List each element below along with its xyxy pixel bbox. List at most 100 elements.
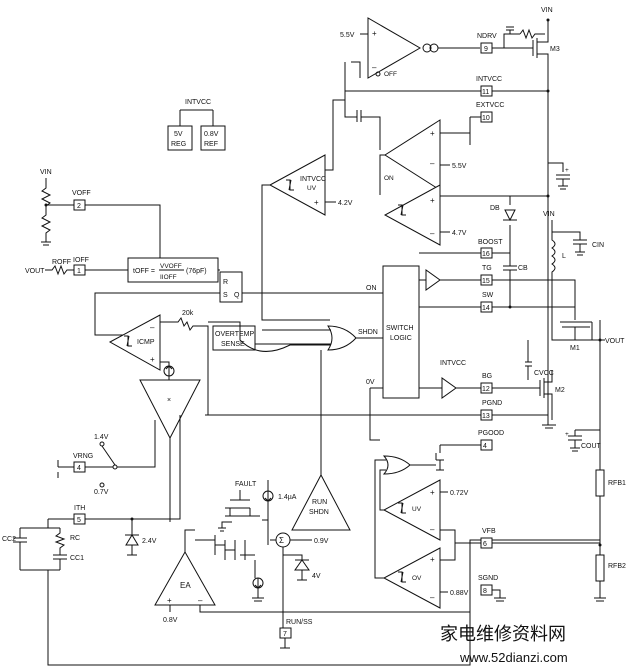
label-boost: BOOST <box>478 239 503 246</box>
label-cin: CIN <box>592 242 604 249</box>
label-times: × <box>167 397 171 404</box>
pin-4: 4 <box>483 443 487 450</box>
label-tg: TG <box>482 265 492 272</box>
label-bg: BG <box>482 373 492 380</box>
uv2-plus: + <box>430 488 435 497</box>
toff-a: tOFF = <box>133 268 155 275</box>
latch-q: Q <box>234 292 240 299</box>
switch-logic-a: SWITCH <box>386 325 414 332</box>
toff-d: (76pF) <box>186 268 207 275</box>
pin-2: 2 <box>77 203 81 210</box>
watermark-url: www.52dianzi.com <box>459 650 568 665</box>
label-intvcc-mid: INTVCC <box>185 99 211 106</box>
icmp-plus: + <box>150 355 155 364</box>
pin-9: 9 <box>484 46 488 53</box>
comp2-minus: – <box>430 229 435 238</box>
ov-plus: + <box>430 555 435 564</box>
watermark-cn: 家电维修资料网 <box>440 624 566 645</box>
ndrv-amplifier: + – <box>367 17 439 79</box>
label-vout-left: VOUT <box>25 268 45 275</box>
label-on: ON <box>384 175 394 182</box>
label-cvcc: CVCC <box>534 370 554 377</box>
switch-logic-block <box>382 265 420 399</box>
label-cc1: CC1 <box>70 555 84 562</box>
label-ith: ITH <box>74 505 85 512</box>
ref-b: REF <box>204 141 218 148</box>
pin-6: 6 <box>483 541 487 548</box>
icmp-minus: – <box>150 323 155 332</box>
pin-5: 5 <box>77 517 81 524</box>
latch-r: R <box>223 279 228 286</box>
pin-7: 7 <box>283 631 287 638</box>
toff-b: VVOFF <box>160 263 182 270</box>
label-vfb: VFB <box>482 528 496 535</box>
label-shdn: SHDN <box>358 329 378 336</box>
reg-5v-a: 5V <box>174 131 183 138</box>
pin-10: 10 <box>482 115 490 122</box>
ea-minus: – <box>198 596 203 605</box>
label-uv-b: UV <box>412 506 422 513</box>
switch-logic-b: LOGIC <box>390 335 412 342</box>
label-0v7: 0.7V <box>94 489 109 496</box>
label-m1: M1 <box>570 345 580 352</box>
label-0v8: 0.8V <box>163 617 178 624</box>
overtemp-a: OVERTEMP <box>215 331 254 338</box>
label-vin-right: VIN <box>543 211 555 218</box>
label-rc: RC <box>70 535 80 542</box>
reg-5v-b: REG <box>171 141 186 148</box>
label-extvcc: EXTVCC <box>476 102 504 109</box>
label-pgood: PGOOD <box>478 430 504 437</box>
label-ov: OV <box>412 575 422 582</box>
pin-13: 13 <box>482 413 490 420</box>
label-vout-right: VOUT <box>605 338 625 345</box>
label-0v72: 0.72V <box>450 490 469 497</box>
label-l: L <box>562 253 566 260</box>
label-m2: M2 <box>555 387 565 394</box>
label-sgnd: SGND <box>478 575 498 582</box>
label-vin-top: VIN <box>541 7 553 14</box>
label-1u4: 1.4µA <box>278 494 297 501</box>
label-20k: 20k <box>182 310 194 317</box>
label-db: DB <box>490 205 500 212</box>
label-voff: VOFF <box>72 190 91 197</box>
label-vin-left: VIN <box>40 169 52 176</box>
label-0v88: 0.88V <box>450 590 469 597</box>
label-roff: ROFF <box>52 259 71 266</box>
pin-15: 15 <box>482 278 490 285</box>
label-cc2: CC2 <box>2 536 16 543</box>
label-0v9: 0.9V <box>314 538 329 545</box>
pin-16: 16 <box>482 251 490 258</box>
label-cb: CB <box>518 265 528 272</box>
label-sw: SW <box>482 292 494 299</box>
run-b: SHDN <box>309 509 329 516</box>
label-2v4: 2.4V <box>142 538 157 545</box>
pin-vrng: 4 <box>77 465 81 472</box>
label-sigma: Σ <box>279 536 284 545</box>
label-5v5-b: 5.5V <box>452 163 467 170</box>
label-rfb2: RFB2 <box>608 563 626 570</box>
pin-11: 11 <box>482 89 489 96</box>
label-icmp: ICMP <box>137 339 155 346</box>
pin-14: 14 <box>482 305 490 312</box>
label-ea: EA <box>180 581 191 590</box>
cap-plus-top: + <box>565 167 569 174</box>
label-0v: 0V <box>366 379 375 386</box>
ov-minus: – <box>430 593 435 602</box>
amp-plus: + <box>372 29 377 38</box>
label-m3: M3 <box>550 46 560 53</box>
comp1-plus: + <box>430 129 435 138</box>
label-1v4: 1.4V <box>94 434 109 441</box>
label-4v7: 4.7V <box>452 230 467 237</box>
label-ioff: IOFF <box>73 257 89 264</box>
latch-s: S <box>223 292 228 299</box>
label-runss: RUN/SS <box>286 619 313 626</box>
ref-a: 0.8V <box>204 131 219 138</box>
label-intvcc-uv: INTVCC <box>300 176 326 183</box>
label-uv: UV <box>307 185 317 192</box>
label-ndrv: NDRV <box>477 33 497 40</box>
ea-plus: + <box>167 596 172 605</box>
uv-plus: + <box>314 198 319 207</box>
pin-12: 12 <box>482 386 490 393</box>
pin-8: 8 <box>483 588 487 595</box>
comp1-minus: – <box>430 159 435 168</box>
